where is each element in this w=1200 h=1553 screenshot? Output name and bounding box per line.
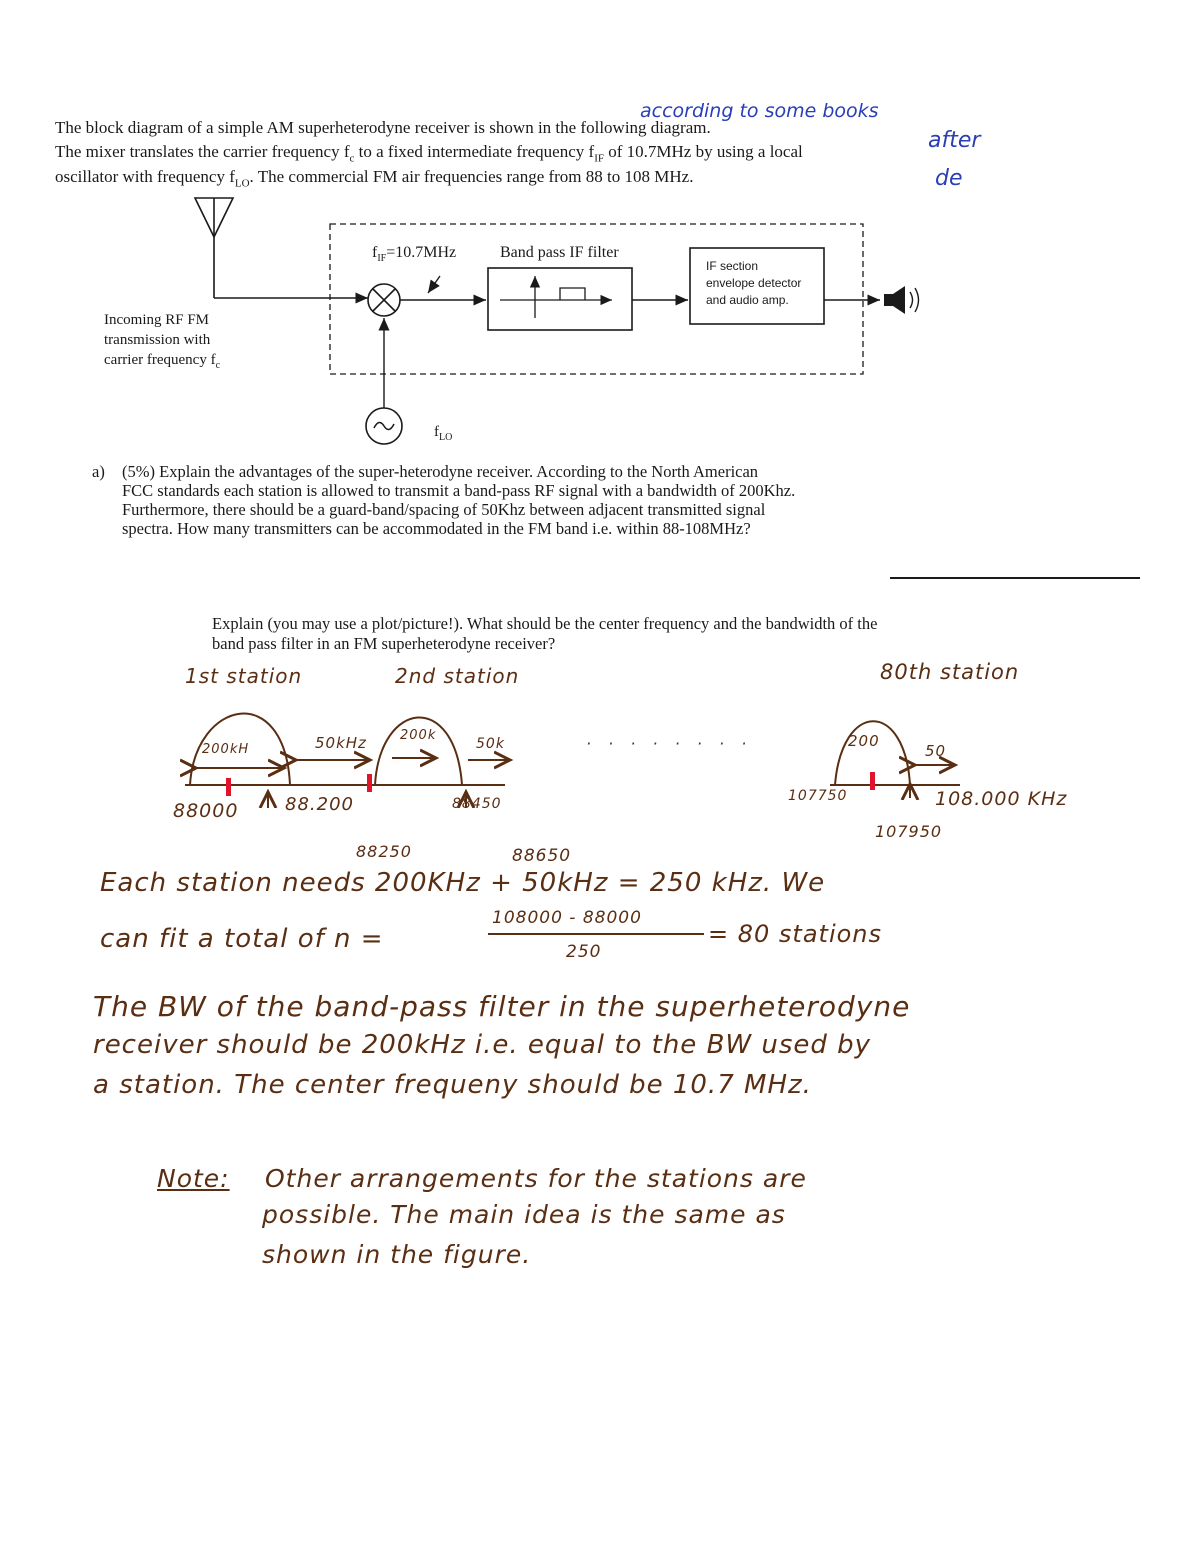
antenna-icon bbox=[193, 197, 235, 298]
gap2-label: 50k bbox=[476, 736, 505, 752]
flo-label: fLO bbox=[434, 424, 453, 443]
bpf-label: Band pass IF filter bbox=[500, 244, 619, 261]
red-marker-1 bbox=[226, 778, 231, 796]
margin-note-line1: according to some books bbox=[640, 100, 879, 122]
freq-108000: 108.000 KHz bbox=[935, 788, 1068, 810]
freq-88000: 88000 bbox=[173, 800, 239, 822]
freq-88450: 88450 bbox=[452, 796, 502, 812]
freq-88200: 88.200 bbox=[285, 794, 354, 815]
eightieth-station-label: 80th station bbox=[880, 660, 1020, 684]
question-a-line-2: FCC standards each station is allowed to… bbox=[122, 481, 796, 500]
red-marker-2 bbox=[367, 774, 372, 792]
margin-note-line3: de bbox=[935, 166, 963, 191]
question-a-marker: a) bbox=[92, 462, 105, 481]
answer-line-5: a station. The center frequeny should be… bbox=[93, 1070, 812, 1100]
answer-fraction-denominator: 250 bbox=[566, 942, 602, 962]
mixer-icon bbox=[367, 283, 401, 317]
note-line-3: shown in the figure. bbox=[262, 1240, 532, 1269]
note-label: Note: bbox=[157, 1164, 230, 1193]
answer-line-3: The BW of the band-pass filter in the su… bbox=[93, 990, 911, 1023]
freq-88250: 88250 bbox=[356, 842, 412, 861]
receiver-enclosure bbox=[329, 223, 864, 375]
intro-line-1: The block diagram of a simple AM superhe… bbox=[55, 118, 711, 137]
bw-last-label: 200 bbox=[848, 732, 880, 750]
note-line-1: Other arrangements for the stations are bbox=[265, 1164, 807, 1193]
oscillator-icon bbox=[365, 407, 403, 445]
if-section-box bbox=[689, 247, 825, 325]
fraction-bar bbox=[488, 933, 704, 935]
if-section-label-1: IF section bbox=[706, 259, 759, 273]
gap-last-label: 50 bbox=[925, 742, 947, 760]
incoming-label-1: Incoming RF FM bbox=[104, 312, 210, 328]
first-station-label: 1st station bbox=[185, 664, 303, 688]
if-section-label-3: and audio amp. bbox=[706, 293, 789, 307]
answer-fraction-numerator: 108000 - 88000 bbox=[492, 908, 642, 928]
question-a-line-1: (5%) Explain the advantages of the super… bbox=[122, 462, 759, 481]
question-b-line-2: band pass filter in an FM superheterodyn… bbox=[212, 634, 556, 653]
bw1-label: 200kH bbox=[202, 742, 250, 757]
note-line-2: possible. The main idea is the same as bbox=[262, 1200, 786, 1229]
block-diagram bbox=[193, 197, 920, 445]
margin-note-line2: after bbox=[928, 128, 981, 153]
intro-line-3: oscillator with frequency fLO. The comme… bbox=[55, 167, 694, 190]
fif-pointer-arrow bbox=[427, 275, 441, 294]
bw2-label: 200k bbox=[400, 728, 437, 743]
question-b-line-1: Explain (you may use a plot/picture!). W… bbox=[212, 614, 878, 633]
bandpass-response-icon bbox=[500, 276, 612, 318]
answer-line-2b: = 80 stations bbox=[708, 920, 883, 948]
incoming-label-3: carrier frequency fc bbox=[104, 352, 221, 371]
freq-88650: 88650 bbox=[512, 846, 572, 866]
ellipsis-dots: · · · · · · · · bbox=[586, 734, 753, 753]
separator-line bbox=[890, 577, 1140, 579]
red-marker-3 bbox=[870, 772, 875, 790]
question-a-line-3: Furthermore, there should be a guard-ban… bbox=[122, 500, 766, 519]
second-station-label: 2nd station bbox=[395, 664, 520, 688]
question-a-line-4: spectra. How many transmitters can be ac… bbox=[122, 519, 751, 538]
incoming-label-2: transmission with bbox=[104, 332, 211, 348]
gap1-label: 50kHz bbox=[315, 734, 367, 752]
speaker-icon bbox=[884, 286, 920, 314]
fif-label: fIF=10.7MHz bbox=[372, 244, 457, 265]
spectrum-sketch bbox=[0, 712, 960, 808]
answer-line-1: Each station needs 200KHz + 50kHz = 250 … bbox=[100, 868, 826, 898]
if-section-label-2: envelope detector bbox=[706, 276, 802, 290]
station-2-spectrum bbox=[374, 716, 463, 786]
intro-line-2: The mixer translates the carrier frequen… bbox=[55, 142, 803, 165]
answer-line-4: receiver should be 200kHz i.e. equal to … bbox=[93, 1030, 872, 1060]
answer-line-2a: can fit a total of n = bbox=[100, 924, 384, 954]
freq-107750: 107750 bbox=[788, 788, 848, 804]
freq-107950: 107950 bbox=[875, 822, 943, 841]
